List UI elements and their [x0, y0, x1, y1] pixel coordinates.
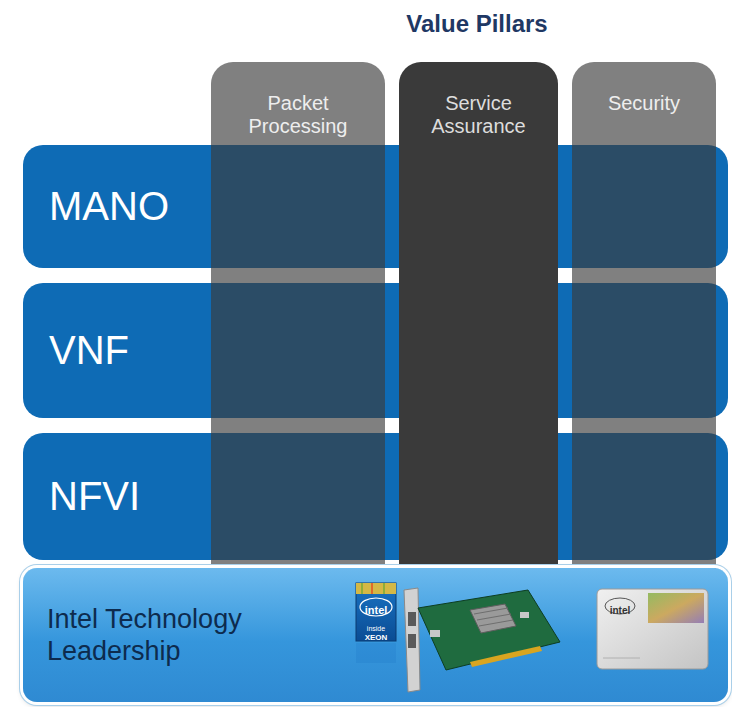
logo-text: inside: [367, 625, 385, 632]
logo-text: intel: [365, 604, 388, 616]
value-pillar: Security: [572, 62, 716, 575]
label-holder: intel: [356, 600, 396, 618]
layer-label: VNF: [49, 328, 129, 373]
logo-text: XEON: [365, 633, 388, 642]
technology-label: Intel Technology Leadership: [47, 603, 317, 668]
label-holder: inside: [356, 617, 396, 635]
label-holder: XEON: [356, 626, 396, 644]
diagram-title: Value Pillars: [300, 10, 654, 38]
label-holder: intel: [602, 600, 638, 618]
value-pillar: Service Assurance: [399, 62, 558, 575]
pillar-label: Packet Processing: [233, 92, 363, 138]
logo-text: intel: [610, 605, 631, 616]
layer-label: NFVI: [49, 474, 140, 519]
pillar-label: Service Assurance: [414, 92, 544, 138]
pillar-label: Security: [582, 92, 706, 115]
layer-label: MANO: [49, 184, 169, 229]
value-pillar: Packet Processing: [211, 62, 385, 575]
